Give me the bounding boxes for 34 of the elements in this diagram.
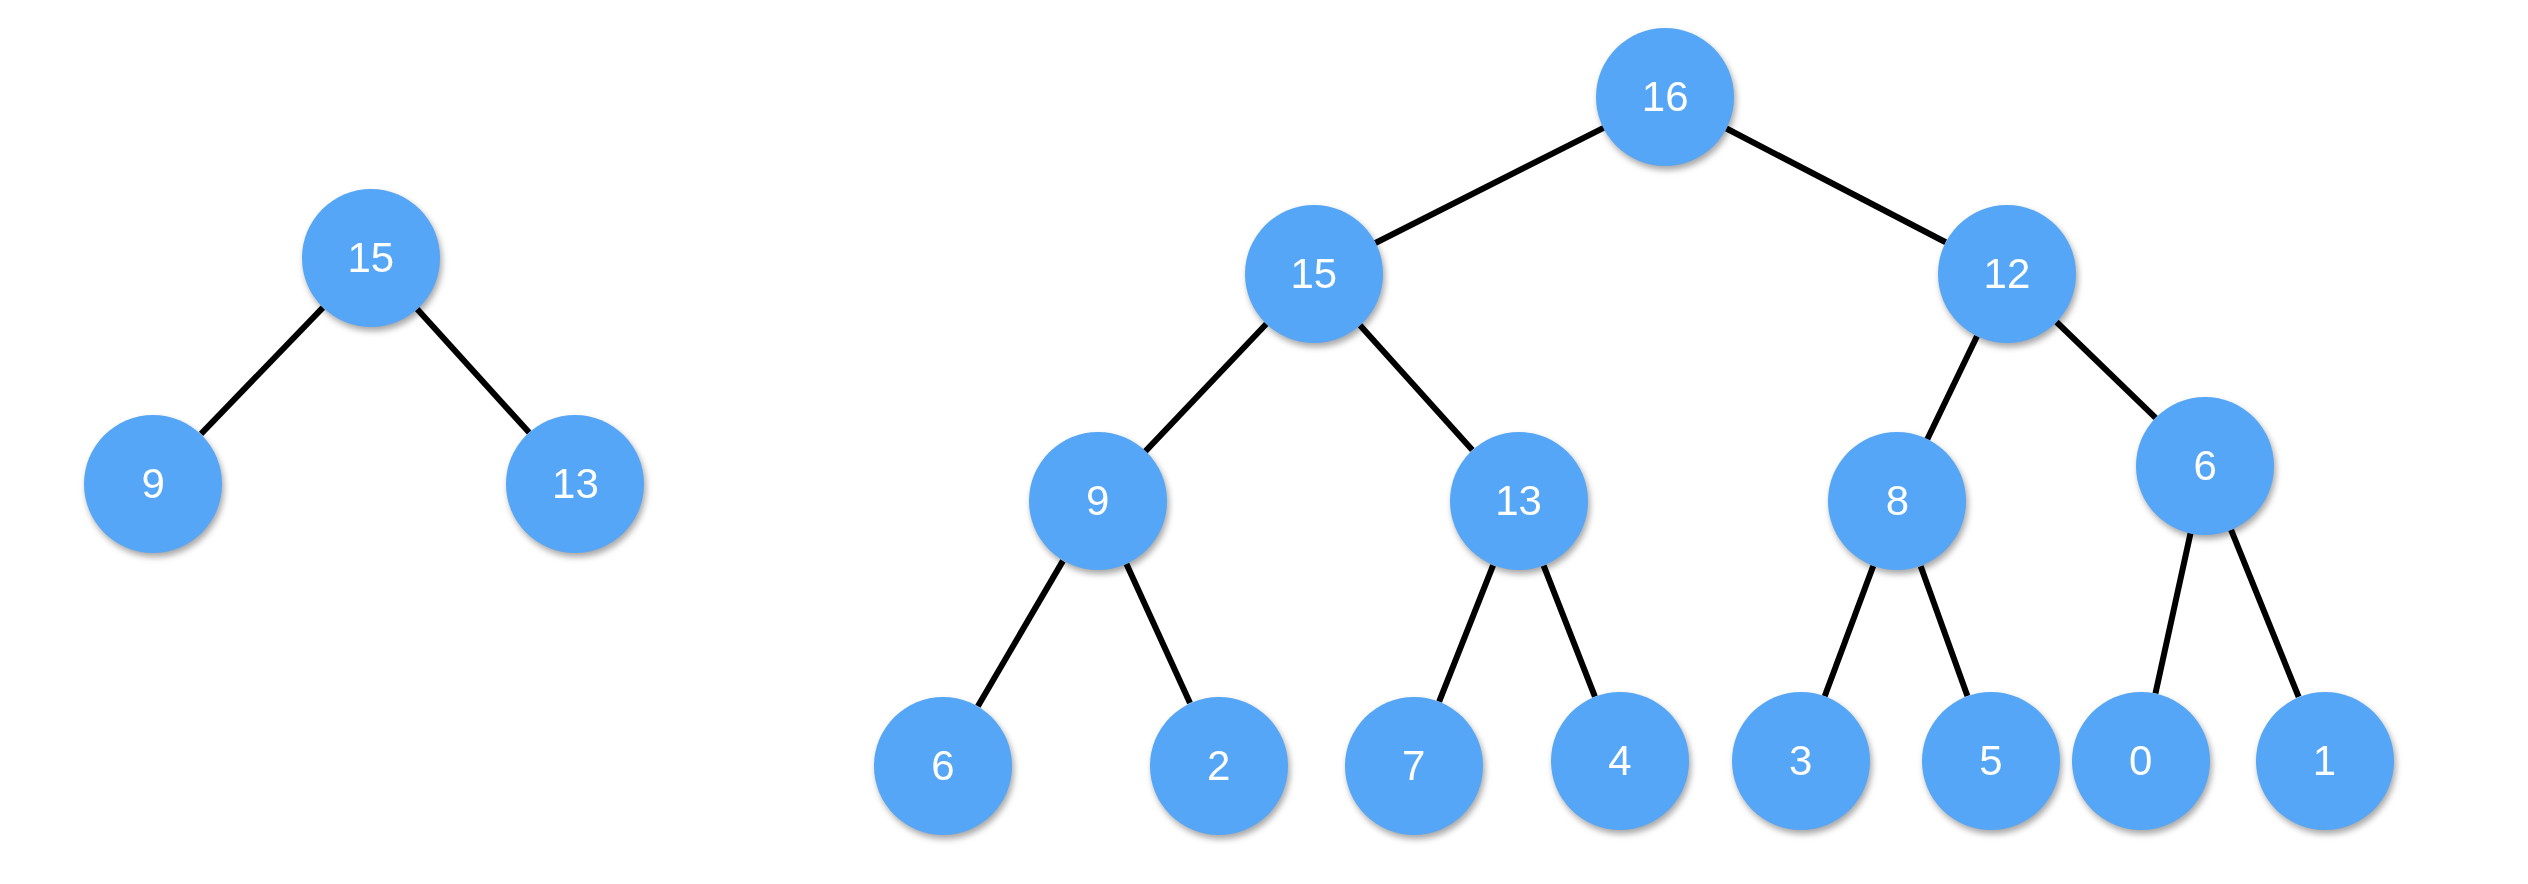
tree-node: 5 (1921, 691, 2060, 830)
tree-node: 9 (84, 414, 223, 553)
tree-edge (2228, 528, 2302, 699)
tree-edge (1924, 334, 1980, 441)
tree-edge (1540, 564, 1598, 698)
tree-node: 4 (1551, 691, 1690, 830)
tree-edge (1374, 125, 1605, 246)
tree-edge (1143, 322, 1269, 454)
tree-node: 6 (2136, 396, 2275, 535)
tree-node: 8 (1828, 432, 1967, 571)
tree-node: 6 (874, 696, 1012, 835)
tree-edge (1357, 323, 1475, 453)
tree-node: 0 (2071, 691, 2210, 830)
tree-edge (2152, 532, 2194, 695)
tree-node: 2 (1149, 696, 1288, 835)
tree-edge (414, 307, 532, 435)
tree-edge (2054, 319, 2158, 421)
tree-edge (1917, 565, 1971, 697)
tree-node: 13 (506, 414, 645, 553)
tree-edge (1725, 125, 1948, 245)
tree-edge (198, 305, 326, 436)
tree-node: 1 (2255, 691, 2394, 830)
tree-node: 3 (1731, 691, 1870, 830)
tree-edge (1123, 562, 1193, 705)
tree-node: 12 (1937, 205, 2076, 344)
tree-edge (1436, 564, 1496, 703)
tree-node: 15 (301, 188, 440, 327)
tree-node: 7 (1344, 696, 1483, 835)
tree-node: 16 (1596, 27, 1735, 166)
tree-edge (975, 559, 1066, 708)
tree-node: 13 (1449, 432, 1588, 571)
tree-node: 9 (1028, 432, 1167, 571)
tree-edge (1821, 564, 1877, 698)
tree-node: 15 (1244, 205, 1383, 344)
